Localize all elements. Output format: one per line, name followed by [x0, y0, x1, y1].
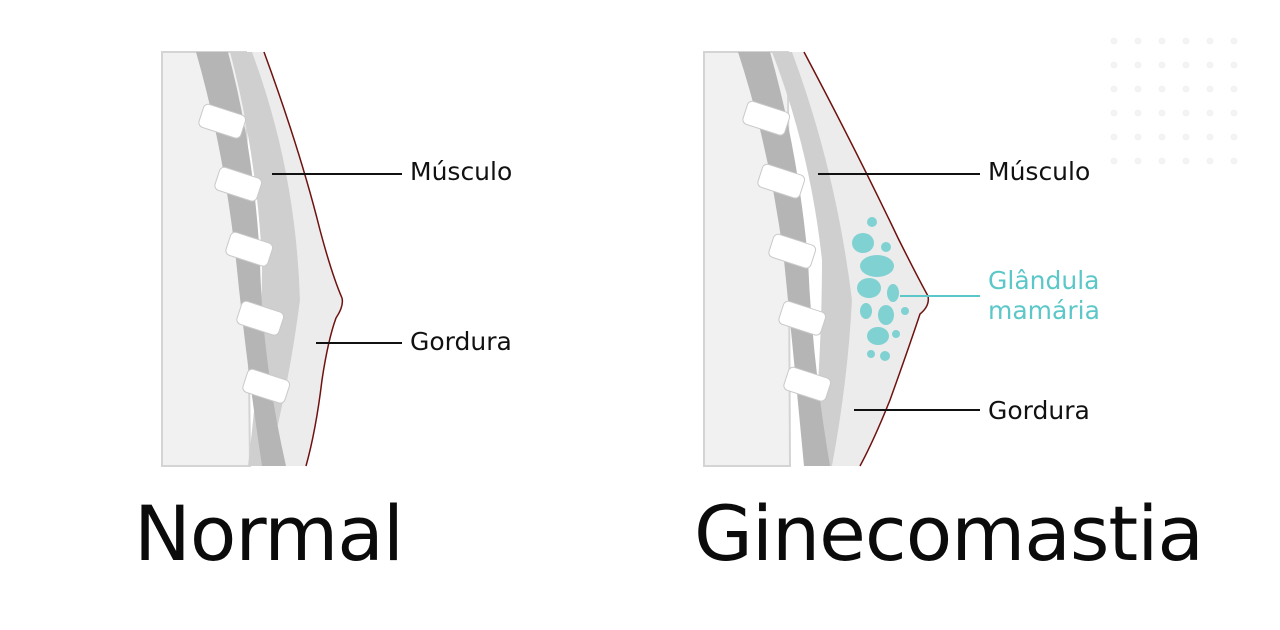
grid-dot [1134, 85, 1142, 93]
grid-dot [1182, 37, 1190, 45]
gynecomastia-title: Ginecomastia [694, 489, 1204, 578]
grid-dot [1230, 61, 1238, 69]
normal-fat-label: Gordura [410, 327, 512, 356]
grid-dot [1230, 133, 1238, 141]
gyneco-fat-layer [792, 52, 929, 466]
normal-fat-layer [252, 52, 343, 466]
gland-lobule [857, 278, 881, 298]
gyneco-fat-label: Gordura [988, 396, 1090, 425]
gland-lobule [860, 303, 872, 319]
rib [214, 166, 263, 202]
gland-lobule [852, 233, 874, 253]
gland-label-line-1: Glândula [988, 266, 1100, 295]
grid-dot [1110, 157, 1118, 165]
grid-dot [1182, 85, 1190, 93]
grid-dot [1158, 109, 1166, 117]
gland-lobule [892, 330, 900, 338]
grid-dot [1110, 61, 1118, 69]
grid-dot [1134, 37, 1142, 45]
grid-dot [1206, 85, 1214, 93]
gland-lobule [860, 255, 894, 277]
rib [242, 368, 291, 404]
gland-label-line-2: mamária [988, 295, 1100, 325]
gland-label: Glândula mamária [988, 266, 1100, 325]
grid-dot [1134, 157, 1142, 165]
grid-dot [1134, 61, 1142, 69]
normal-diagram [161, 51, 402, 467]
gland-lobule [881, 242, 891, 252]
grid-dot [1182, 109, 1190, 117]
gyneco-muscle-layer [772, 52, 852, 466]
grid-dot [1158, 85, 1166, 93]
grid-dot [1134, 133, 1142, 141]
grid-dot [1182, 133, 1190, 141]
rib [742, 100, 791, 136]
grid-dot [1206, 157, 1214, 165]
rib [768, 233, 817, 269]
grid-dot [1110, 85, 1118, 93]
normal-title: Normal [134, 489, 404, 578]
grid-dot [1158, 133, 1166, 141]
grid-dot [1206, 109, 1214, 117]
mammary-gland-lobules [852, 217, 909, 361]
grid-dot [1158, 61, 1166, 69]
gland-lobule [901, 307, 909, 315]
grid-dot [1230, 109, 1238, 117]
decorative-dot-grid [1110, 37, 1238, 165]
rib [198, 103, 247, 139]
gland-lobule [867, 217, 877, 227]
gland-lobule [878, 305, 894, 325]
grid-dot [1206, 133, 1214, 141]
gyneco-skin-line [803, 51, 930, 467]
grid-dot [1230, 37, 1238, 45]
gynecomastia-diagram [703, 51, 980, 467]
rib [783, 366, 832, 402]
gyneco-ribs [742, 100, 832, 402]
grid-dot [1182, 61, 1190, 69]
rib [236, 300, 285, 336]
normal-skin-line [263, 51, 344, 467]
grid-dot [1110, 109, 1118, 117]
gland-lobule [880, 351, 890, 361]
normal-muscle-label: Músculo [410, 157, 513, 186]
rib [778, 300, 827, 336]
grid-dot [1230, 85, 1238, 93]
gland-lobule [867, 327, 889, 345]
gland-lobule [867, 350, 875, 358]
grid-dot [1230, 157, 1238, 165]
grid-dot [1206, 61, 1214, 69]
grid-dot [1158, 157, 1166, 165]
rib [757, 163, 806, 199]
grid-dot [1206, 37, 1214, 45]
grid-dot [1158, 37, 1166, 45]
grid-dot [1110, 37, 1118, 45]
gland-lobule [887, 284, 899, 302]
rib [225, 231, 274, 267]
gyneco-muscle-label: Músculo [988, 157, 1091, 186]
grid-dot [1182, 157, 1190, 165]
grid-dot [1134, 109, 1142, 117]
grid-dot [1110, 133, 1118, 141]
normal-ribs [198, 103, 291, 404]
